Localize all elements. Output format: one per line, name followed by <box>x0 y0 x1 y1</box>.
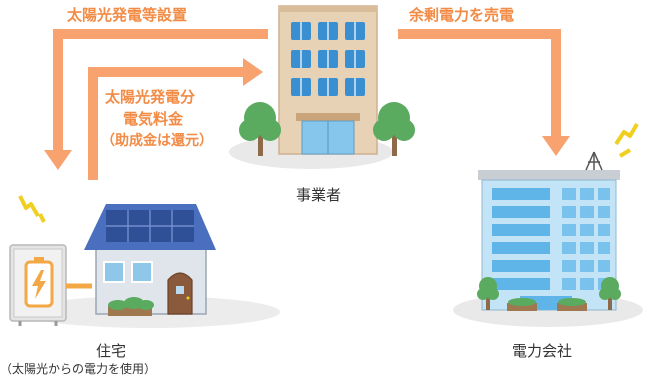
utility-building <box>478 170 620 311</box>
battery-icon <box>24 257 54 308</box>
arrow-fee <box>88 67 245 180</box>
fee-flow-label-line1: 太陽光発電分 <box>105 88 196 106</box>
arrow-install <box>53 29 268 152</box>
utility-planters <box>507 298 587 311</box>
home-sublabel: （太陽光からの電力を使用） <box>0 362 157 376</box>
arrow-surplus-head <box>542 136 570 156</box>
operator-building <box>278 5 378 155</box>
utility-tree-right <box>599 277 621 310</box>
arrow-fee-head <box>243 58 263 86</box>
fee-flow-label-line3: （助成金は還元） <box>101 133 213 149</box>
house-planter <box>108 297 154 316</box>
surplus-flow-label: 余剰電力を売電 <box>409 6 515 24</box>
operator-tree-right <box>373 102 415 156</box>
home-label: 住宅 <box>96 342 127 360</box>
utility-lightning-icon <box>614 122 639 158</box>
house <box>84 204 216 315</box>
operator-label: 事業者 <box>296 186 342 204</box>
home-lightning-icon <box>18 195 46 223</box>
install-flow-label: 太陽光発電等設置 <box>67 6 188 24</box>
arrow-surplus <box>398 29 561 138</box>
fee-flow-label-line2: 電気料金 <box>123 110 184 128</box>
arrow-install-head <box>44 150 72 170</box>
utility-tree-left <box>477 277 499 310</box>
utility-antenna <box>585 151 603 171</box>
utility-label: 電力会社 <box>512 342 573 360</box>
operator-tree-left <box>239 102 281 156</box>
